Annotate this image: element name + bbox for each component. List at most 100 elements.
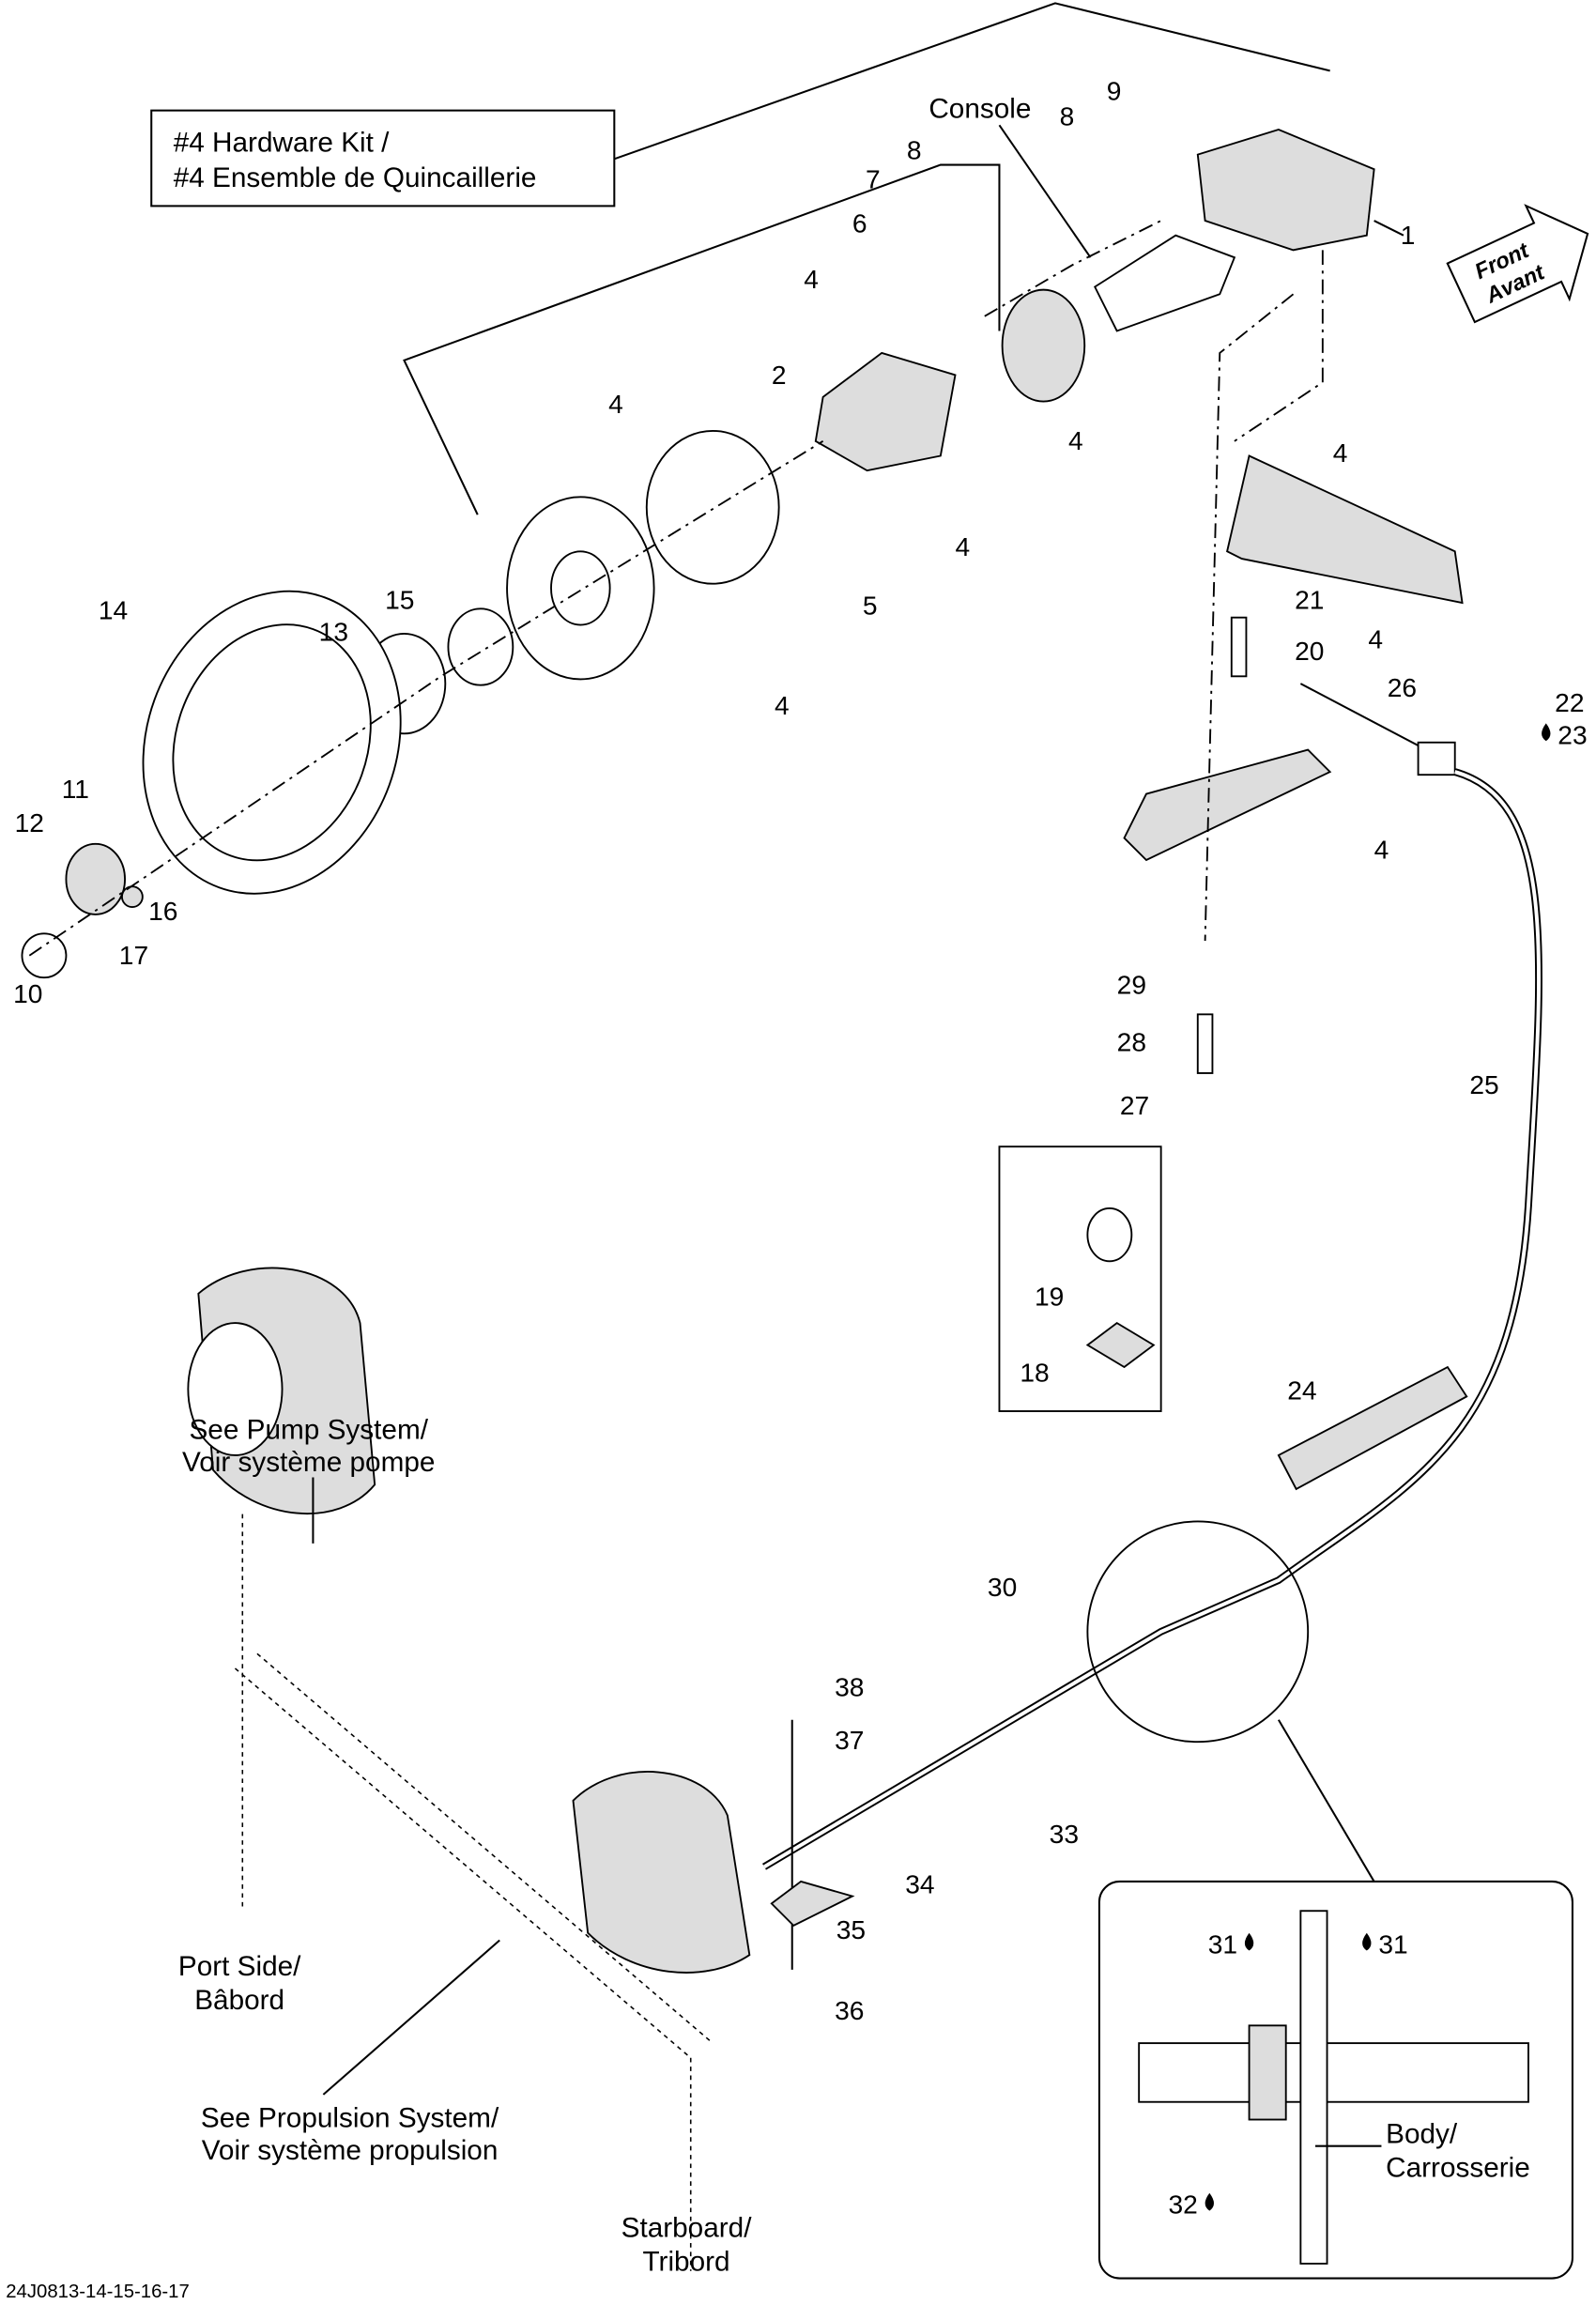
cable-end (1417, 741, 1456, 776)
cable-fitting-detail (1138, 2042, 1529, 2103)
callout-30: 30 (988, 1572, 1017, 1602)
callout-4: 4 (775, 690, 790, 720)
body-label: Body/ (1386, 2119, 1458, 2150)
starboard-label-fr: Tribord (642, 2247, 729, 2278)
axis-line (984, 220, 1162, 317)
callout-labels: 9 8 8 7 6 4 1 2 4 4 4 5 4 15 14 13 11 12… (13, 76, 1588, 2220)
callout-4: 4 (1333, 438, 1348, 468)
detail-leader (1278, 1719, 1375, 1882)
hardware-kit-subtitle: #4 Ensemble de Quincaillerie (174, 162, 537, 193)
lubricant-drop-icons (1205, 723, 1551, 2211)
starboard-label: Starboard/ (622, 2213, 753, 2244)
link-rod (1299, 683, 1441, 759)
upper-bracket (1226, 454, 1464, 605)
axis-line (1204, 293, 1295, 942)
lubricant-drop-icon (1362, 1932, 1372, 1951)
callout-34: 34 (905, 1868, 934, 1898)
callout-11: 11 (62, 774, 89, 804)
callout-14: 14 (99, 594, 128, 624)
callout-4: 4 (955, 531, 970, 561)
hub-cover (645, 429, 780, 585)
body-label-fr: Carrosserie (1386, 2153, 1530, 2184)
helm-shaft (1093, 234, 1236, 332)
cable-tie (1086, 1207, 1133, 1263)
callout-23: 23 (1558, 719, 1587, 749)
port-side-label-fr: Bâbord (194, 1985, 284, 2016)
callout-31: 31 (1378, 1929, 1407, 1959)
lubricant-drop-icon (1244, 1932, 1254, 1951)
diagram-code: 24J0813-14-15-16-17 (6, 2282, 190, 2302)
callout-8: 8 (907, 134, 922, 164)
callout-7: 7 (866, 164, 881, 194)
lubricant-drop-icon (1542, 723, 1551, 742)
leader-lines (312, 124, 1404, 2147)
kit-bracket-line (613, 2, 1330, 161)
callout-21: 21 (1295, 584, 1324, 614)
callout-18: 18 (1020, 1358, 1049, 1388)
axis-line (1234, 250, 1324, 442)
callout-19: 19 (1035, 1281, 1064, 1311)
lubricant-drop-icon (1205, 2192, 1215, 2211)
callout-4: 4 (1368, 624, 1383, 654)
console-label: Console (928, 93, 1031, 124)
pump-opening (187, 1322, 284, 1456)
port-side-label: Port Side/ (178, 1951, 301, 1982)
callout-4: 4 (1374, 834, 1389, 864)
callout-29: 29 (1117, 969, 1146, 999)
callout-6: 6 (852, 208, 867, 238)
bolt (1230, 616, 1248, 678)
bolt (1196, 1013, 1214, 1074)
callout-24: 24 (1287, 1375, 1316, 1405)
callout-31: 31 (1208, 1929, 1237, 1959)
tilt-mechanism (814, 351, 957, 472)
callout-4: 4 (1068, 425, 1083, 455)
callout-20: 20 (1295, 636, 1324, 666)
mounting-plate (1001, 288, 1086, 403)
callout-16: 16 (148, 896, 177, 926)
callout-10: 10 (13, 978, 42, 1008)
callout-13: 13 (319, 617, 348, 647)
lower-bracket (1123, 748, 1332, 862)
callout-28: 28 (1117, 1026, 1146, 1056)
callout-26: 26 (1388, 672, 1417, 702)
callout-12: 12 (15, 807, 44, 837)
callout-17: 17 (119, 940, 148, 970)
axis-line (28, 440, 824, 957)
detail-circle (1086, 1520, 1310, 1744)
callout-36: 36 (835, 1995, 864, 2025)
propulsion-note: See Propulsion System/ (201, 2102, 499, 2133)
center-cap (21, 932, 68, 979)
callout-22: 22 (1555, 687, 1584, 717)
callout-1: 1 (1401, 220, 1416, 250)
front-arrow: Front Avant (1446, 204, 1589, 324)
callout-38: 38 (835, 1672, 864, 1702)
pump-nozzle-starboard (572, 1771, 751, 1974)
hub-plate (65, 842, 126, 915)
hardware-kit-box (150, 109, 616, 207)
callout-9: 9 (1107, 76, 1122, 106)
nut (120, 885, 144, 909)
callout-25: 25 (1469, 1069, 1498, 1099)
hardware-kit-title: #4 Hardware Kit / (174, 127, 390, 158)
spline-adapter (447, 607, 514, 686)
callout-27: 27 (1120, 1090, 1149, 1120)
bellows-hole (550, 550, 611, 626)
helm-housing (1196, 128, 1375, 252)
body-wall (1299, 1910, 1328, 2265)
pump-note: See Pump System/ (189, 1415, 428, 1446)
callout-33: 33 (1050, 1819, 1079, 1849)
callout-4: 4 (608, 389, 623, 419)
propulsion-note-fr: Voir système propulsion (202, 2135, 499, 2166)
callout-35: 35 (836, 1914, 866, 1944)
pump-note-fr: Voir système pompe (182, 1447, 435, 1478)
callout-4: 4 (804, 264, 819, 294)
callout-8: 8 (1060, 100, 1075, 131)
fitting-nut (1248, 2024, 1287, 2121)
ball-joint (770, 1880, 855, 1928)
kit-bracket-line (403, 163, 1001, 515)
tie-mount (1085, 1321, 1156, 1369)
ties-inset-box (998, 1145, 1162, 1412)
callout-15: 15 (385, 584, 414, 614)
tie-rod (234, 1652, 714, 2059)
